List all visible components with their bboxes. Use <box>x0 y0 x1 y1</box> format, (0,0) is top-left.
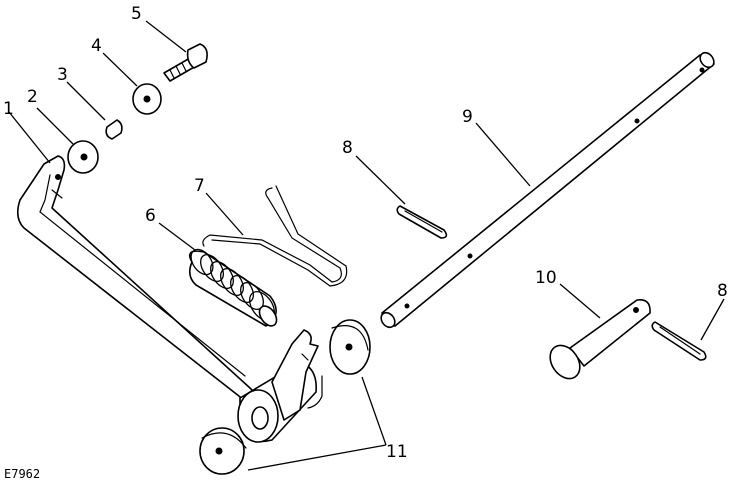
part-cotter-pin-right <box>651 321 707 361</box>
figure-code: E7962 <box>4 467 40 481</box>
callout-9: 9 <box>462 107 473 127</box>
part-spring-rod <box>202 185 348 287</box>
callout-2: 2 <box>27 87 38 107</box>
part-washer-11-lower <box>199 427 247 475</box>
callout-leaders <box>8 20 725 471</box>
callout-4: 4 <box>91 36 102 56</box>
callout-8-middle: 8 <box>342 138 353 158</box>
callout-1: 1 <box>3 99 14 119</box>
part-pin-3 <box>105 119 123 140</box>
part-shaft <box>380 51 715 329</box>
part-cotter-pin-middle <box>396 205 448 239</box>
part-clevis-pin <box>549 298 651 380</box>
callout-labels: 1 2 3 4 5 6 7 8 9 10 8 11 <box>3 4 728 462</box>
part-washer-2 <box>67 140 99 174</box>
part-washer-11-upper <box>329 319 371 375</box>
callout-5: 5 <box>131 4 142 24</box>
callout-6: 6 <box>145 206 156 226</box>
callout-8-right: 8 <box>717 281 728 301</box>
callout-10: 10 <box>535 268 557 288</box>
part-coil-spring <box>188 248 278 327</box>
part-washer-4 <box>132 83 162 115</box>
callout-3: 3 <box>57 65 68 85</box>
callout-11: 11 <box>386 442 408 462</box>
callout-7: 7 <box>194 176 205 196</box>
part-pedal-lever <box>16 155 323 443</box>
part-bolt <box>163 43 208 82</box>
